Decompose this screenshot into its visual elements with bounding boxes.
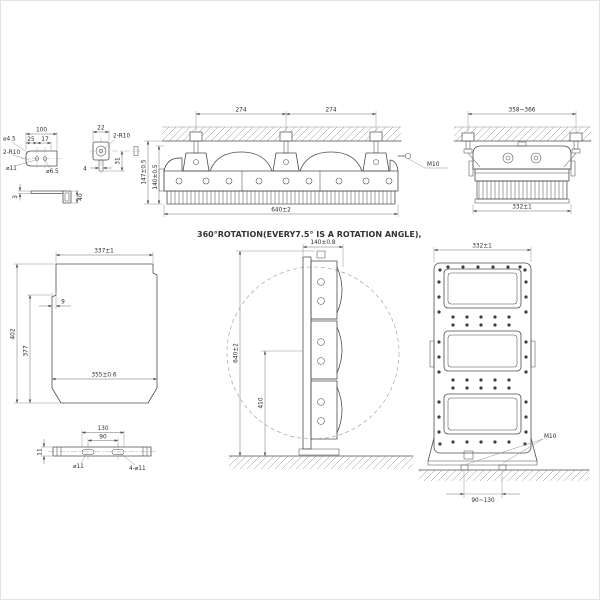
label-bar-hole-count: 4-⌀11 [129,466,146,472]
dim-angle-flange: 40 [78,193,84,201]
dim-plate-top-width: 337±1 [94,249,114,255]
dim-hole-offset: 25 [27,137,35,143]
label-corner-radius: 2-R10 [3,150,20,156]
perimeter-bolts [437,265,528,446]
view-front-floor: 332±1 M10 90~130 [418,244,590,504]
label-hole-small: ⌀4.5 [3,137,16,143]
dim-overall-height: 640±2 [234,343,240,363]
dim-plate-width: 100 [36,128,47,134]
label-hole-mid: ⌀6.5 [46,169,59,175]
label-foot-thread: M10 [544,434,557,440]
dim-bar-thickness: 11 [38,448,44,456]
body-bolt-holes [175,177,393,185]
view-end-ceiling: 358~366 332±1 [453,108,592,214]
label-bar-hole-dia: ⌀11 [73,464,84,470]
view-angle-bracket-detail: 3 40 [13,184,84,204]
view-clamp-block-detail: 22 2-R10 4 31 [83,126,140,174]
dim-bolt-pitch-2: 274 [325,108,336,114]
label-clamp-radius: 2-R10 [113,134,130,140]
dim-plate-inner-height: 377 [24,345,30,356]
ceiling-anchors [461,132,583,168]
module-stack [310,260,343,440]
view-mount-bar: 130 90 11 ⌀11 4-⌀11 [38,426,156,472]
dim-foot-span: 90~130 [471,498,495,504]
view-yoke-plate: 337±1 402 377 9 355±0.6 [11,249,158,404]
dim-plate-bottom-width: 355±0.6 [91,373,116,379]
rotation-note: 360°ROTATION(EVERY7.5° IS A ROTATION ANG… [197,230,422,239]
dim-anchor-span: 358~366 [509,108,536,114]
dim-clamp-thickness: 4 [83,167,87,173]
rotation-circle [226,266,400,440]
dim-front-body-width: 332±1 [472,244,492,250]
dim-clamp-height: 31 [116,157,122,165]
dim-pivot-height: 410 [259,397,265,408]
dim-hole-spacing: 17 [41,137,49,143]
view-mount-plate-detail: 100 25 17 ⌀4.5 2-R10 ⌀11 ⌀6.5 [3,128,61,175]
dim-bolt-pitch-1: 274 [235,108,246,114]
dim-plate-step: 9 [61,300,65,306]
lens-windows [443,268,522,435]
label-eyebolt-thread: M10 [427,162,440,168]
dim-bar-hole-span: 90 [99,435,107,441]
dim-angle-thickness: 3 [13,195,19,199]
dim-clamp-width: 22 [97,126,105,132]
view-side-ceiling: 274 274 147±0.5 140±0.5 640±2 M10 [142,108,448,217]
view-side-floor: 140±0.8 640±2 410 [226,240,414,469]
ceiling-anchor-bolts [189,131,383,154]
dim-drop-height: 147±0.5 [142,159,148,184]
dim-end-body-width: 332±1 [512,205,532,211]
dim-body-height: 140±0.5 [153,164,159,189]
dim-plate-outer-height: 402 [11,328,17,339]
dim-body-depth: 140±0.8 [310,240,335,246]
label-hole-slot: ⌀11 [6,166,17,172]
dim-bar-slot-span: 130 [97,426,108,432]
dim-overall-length: 640±2 [271,208,291,214]
